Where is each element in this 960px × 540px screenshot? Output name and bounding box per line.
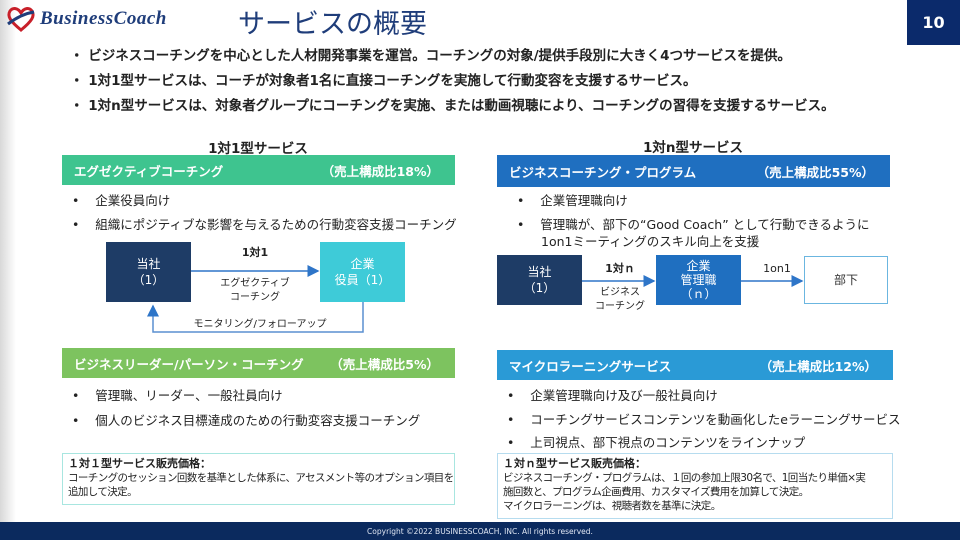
box-line: （1） — [523, 281, 556, 295]
microlearning-bar: マイクロラーニングサービス （売上構成比12%） — [497, 350, 893, 380]
bullet-text: 上司視点、部下視点のコンテンツをラインナップ — [530, 435, 806, 450]
our-company-box: 当社 （1） — [497, 255, 582, 305]
intro-bullet-text: ビジネスコーチングを中心とした人材開発事業を運営。コーチングの対象/提供手段別に… — [88, 48, 792, 64]
price-line: ビジネスコーチング・プログラムは、１回の参加上限30名で、1回当たり単価×実 — [503, 472, 866, 484]
arrow-feedback — [147, 302, 364, 333]
page-title: サービスの概要 — [238, 9, 427, 40]
leader-bullets: • 管理職、リーダー、一般社員向け • 個人のビジネス目標達成のための行動変容支… — [72, 385, 420, 435]
intro-bullet-text: 1対1型サービスは、コーチが対象者1名に直接コーチングを実施して行動変容を支援す… — [88, 73, 697, 89]
heart-logo-icon — [7, 7, 35, 32]
our-company-box: 当社 （1） — [106, 242, 191, 302]
label-line: エグゼクティブ — [220, 278, 290, 289]
sales-ratio: （売上構成比12%） — [759, 358, 877, 374]
box-line: 管理職 — [680, 273, 717, 287]
bullet-item: • 個人のビジネス目標達成のための行動変容支援コーチング — [72, 413, 421, 428]
logo-text: BusinessCoach — [40, 8, 167, 29]
one-to-n-price-box: １対ｎ型サービス販売価格： ビジネスコーチング・プログラムは、１回の参加上限30… — [497, 453, 893, 519]
bullet-text: 個人のビジネス目標達成のための行動変容支援コーチング — [95, 413, 421, 428]
arrow-label: エグゼクティブコーチング — [215, 277, 295, 305]
leader-coaching-bar: ビジネスリーダー/パーソン・コーチング （売上構成比5%） — [62, 348, 455, 378]
intro-bullet-text: 1対n型サービスは、対象者グループにコーチングを実施、または動画視聴により、コー… — [88, 98, 835, 114]
page-number: 10 — [907, 0, 960, 45]
bullet-text: 組織にポジティブな影響を与えるための行動変容支援コーチング — [95, 217, 457, 232]
service-name: マイクロラーニングサービス — [509, 358, 672, 374]
service-name: ビジネスリーダー/パーソン・コーチング — [74, 356, 304, 372]
executive-box: 企業役員（1） — [320, 242, 405, 302]
bullet-text: 企業管理職向け及び一般社員向け — [530, 388, 718, 403]
slide-edge-shadow — [0, 0, 16, 522]
bullet-text: 管理職が、部下の“Good Coach” として行動できるように — [540, 217, 870, 232]
service-name: エグゼクティブコーチング — [74, 163, 224, 179]
one-on-one-label: 1on1 — [763, 262, 791, 275]
price-line: コーチングのセッション回数を基準とした体系に、アセスメント等のオプション項目を — [68, 472, 454, 484]
one-to-n-heading: 1対n型サービス — [642, 140, 743, 156]
bullet-item: • 企業役員向け — [72, 193, 171, 208]
box-line: 当社 — [527, 265, 552, 279]
service-name: ビジネスコーチング・プログラム — [509, 164, 697, 180]
box-line: 当社 — [136, 257, 161, 271]
company-logo: BusinessCoach — [6, 6, 167, 32]
bullet-item: • 上司視点、部下視点のコンテンツをラインナップ — [507, 435, 806, 450]
price-title: １対ｎ型サービス販売価格： — [503, 457, 646, 470]
price-title: １対１型サービス販売価格： — [68, 457, 211, 470]
arrow-label: ビジネスコーチング — [580, 286, 660, 314]
relation-label: 1対ｎ — [605, 262, 635, 275]
bullet-item: • コーチングサービスコンテンツを動画化したeラーニングサービス — [507, 411, 901, 427]
bullet-item: • 管理職、リーダー、一般社員向け — [72, 388, 283, 403]
subordinate-box: 部下 — [804, 256, 888, 304]
box-line: 企業 — [686, 259, 711, 273]
bullet-item: • 管理職が、部下の“Good Coach” として行動できるように — [517, 217, 870, 232]
program-bullets: • 企業管理職向け • 管理職が、部下の“Good Coach” として行動でき… — [517, 190, 870, 249]
microlearning-bullets: • 企業管理職向け及び一般社員向け • コーチングサービスコンテンツを動画化した… — [507, 385, 900, 456]
sales-ratio: （売上構成比18%） — [321, 163, 439, 179]
intro-bullet: ・ 1対n型サービスは、対象者グループにコーチングを実施、または動画視聴により、… — [70, 98, 835, 114]
bullet-item: • 企業管理職向け — [517, 193, 628, 208]
box-line: （1） — [132, 273, 165, 287]
sales-ratio: （売上構成比55%） — [756, 164, 874, 180]
box-line: 企業 — [350, 257, 375, 271]
relation-label: 1対1 — [241, 246, 269, 259]
intro-bullet: ・ 1対1型サービスは、コーチが対象者1名に直接コーチングを実施して行動変容を支… — [70, 73, 697, 89]
bullet-text: コーチングサービスコンテンツを動画化したeラーニングサービス — [530, 411, 901, 427]
price-line: 施回数と、プログラム企画費用、カスタマイズ費用を加算して決定。 — [503, 486, 809, 498]
manager-box: 企業管理職（ｎ） — [656, 255, 741, 305]
bullet-continuation: 1on1ミーティングのスキル向上を支援 — [541, 234, 760, 249]
intro-bullets: ・ ビジネスコーチングを中心とした人材開発事業を運営。コーチングの対象/提供手段… — [70, 44, 835, 119]
intro-bullet: ・ ビジネスコーチングを中心とした人材開発事業を運営。コーチングの対象/提供手段… — [70, 48, 792, 64]
box-line: （ｎ） — [680, 287, 717, 301]
label-line: ビジネス — [600, 287, 640, 298]
bullet-item: • 企業管理職向け及び一般社員向け — [507, 388, 718, 403]
program-bar: ビジネスコーチング・プログラム （売上構成比55%） — [497, 155, 890, 187]
label-line: コーチング — [595, 301, 645, 312]
box-line: 役員（1） — [334, 273, 391, 287]
executive-bullets: • 企業役員向け • 組織にポジティブな影響を与えるための行動変容支援コーチング — [72, 190, 457, 238]
bullet-text: 企業役員向け — [95, 193, 171, 208]
label-line: コーチング — [230, 292, 280, 303]
one-to-one-price-box: １対１型サービス販売価格： コーチングのセッション回数を基準とした体系に、アセス… — [62, 453, 455, 505]
price-line: 追加して決定。 — [68, 486, 138, 498]
bullet-text: 企業管理職向け — [540, 193, 628, 208]
executive-coaching-bar: エグゼクティブコーチング （売上構成比18%） — [62, 155, 455, 185]
bullet-item: • 組織にポジティブな影響を与えるための行動変容支援コーチング — [72, 217, 457, 232]
feedback-label: モニタリング/フォローアップ — [193, 319, 327, 330]
sales-ratio: （売上構成比5%） — [330, 356, 439, 372]
price-line: マイクロラーニングは、視聴者数を基準に決定。 — [503, 500, 721, 512]
copyright-footer: Copyright ©2022 BUSINESSCOACH, INC. All … — [0, 522, 960, 540]
one-to-one-heading: 1対1型サービス — [208, 141, 308, 157]
bullet-text: 管理職、リーダー、一般社員向け — [95, 388, 283, 403]
